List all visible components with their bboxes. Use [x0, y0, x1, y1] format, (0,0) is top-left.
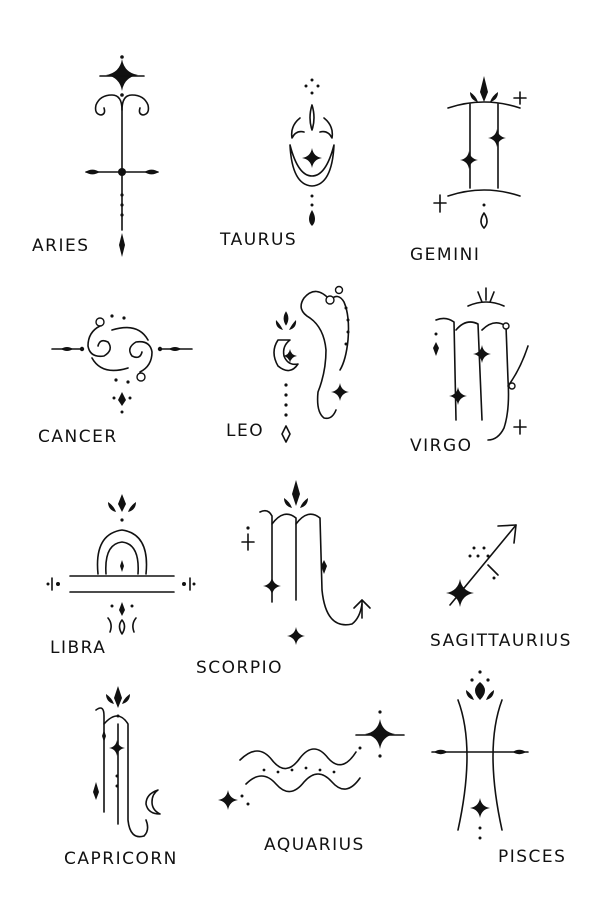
virgo-symbol — [433, 287, 529, 441]
sign-label-pisces: PISCES — [498, 847, 567, 867]
scorpio-symbol — [241, 480, 371, 645]
sign-label-libra: LIBRA — [50, 638, 107, 658]
aquarius-symbol — [218, 710, 405, 810]
capricorn-symbol — [93, 686, 161, 838]
leo-symbol — [273, 285, 350, 443]
sign-label-gemini: GEMINI — [410, 245, 481, 265]
libra-symbol — [46, 494, 196, 635]
pisces-symbol — [431, 670, 529, 840]
sign-label-aquarius: AQUARIUS — [264, 835, 365, 855]
sign-label-cancer: CANCER — [38, 427, 118, 447]
sign-label-aries: ARIES — [32, 236, 90, 256]
sign-label-taurus: TAURUS — [220, 230, 298, 250]
sagittarius-symbol — [446, 524, 517, 607]
sign-label-scorpio: SCORPIO — [196, 658, 283, 678]
sign-label-leo: LEO — [226, 421, 265, 441]
sign-label-virgo: VIRGO — [410, 436, 473, 456]
cancer-symbol — [51, 314, 193, 414]
sign-label-sagittarius: SAGITTAURIUS — [430, 631, 572, 651]
aries-symbol — [85, 55, 159, 257]
taurus-symbol — [289, 78, 335, 226]
gemini-symbol — [433, 76, 527, 229]
sign-label-capricorn: CAPRICORN — [64, 849, 178, 869]
